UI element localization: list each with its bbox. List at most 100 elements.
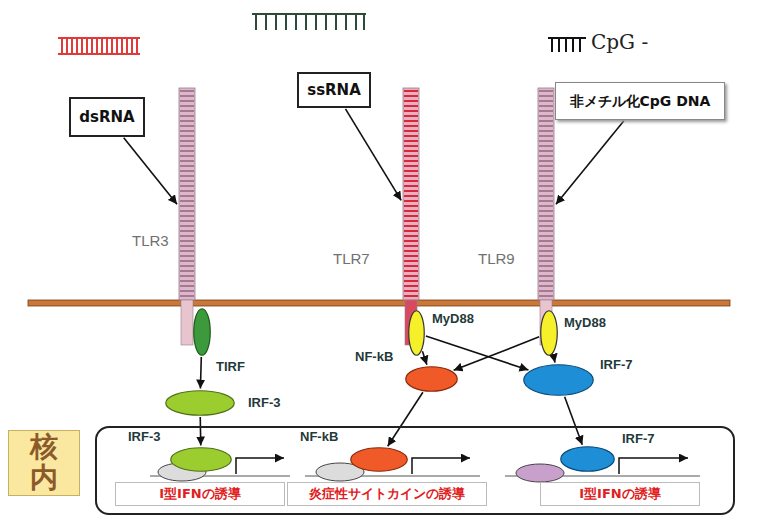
receptor-label: TLR3 [132, 232, 169, 249]
receptor-stripe [404, 265, 418, 267]
receptor-stripe [404, 110, 418, 112]
receptor-stripe [180, 130, 194, 132]
receptor-stripe [539, 95, 553, 97]
ligand-label: CpG - [591, 30, 648, 54]
ellipse-fill [194, 309, 211, 356]
receptor-stripe [539, 165, 553, 167]
receptor-ectodomain [538, 88, 554, 300]
receptor-stripe [539, 220, 553, 222]
receptor-stripe [180, 275, 194, 277]
receptor-stripe [404, 100, 418, 102]
receptor-stripe [404, 230, 418, 232]
factor-ellipse: NF-kB [350, 447, 408, 472]
receptor-stripe [404, 255, 418, 257]
receptor-stripe [404, 245, 418, 247]
adaptor-ellipse: MyD88 [540, 310, 558, 356]
receptor-stripe [404, 165, 418, 167]
receptor-stripe [180, 180, 194, 182]
receptor: TLR9 [537, 88, 555, 345]
receptor-stripe [180, 125, 194, 127]
receptor-stripe [404, 145, 418, 147]
molecule-label: MyD88 [432, 312, 474, 327]
receptor-stripe [180, 210, 194, 212]
receptor-stripe [180, 160, 194, 162]
receptor-stripe [404, 105, 418, 107]
dsrna-rungs [62, 38, 137, 54]
node-text: dsRNA [79, 108, 134, 126]
receptor-stripe [404, 135, 418, 137]
signal-arrow [426, 336, 529, 370]
cpg-bases [552, 38, 580, 52]
ellipse-shape [170, 447, 232, 472]
receptor-stripe [180, 200, 194, 202]
receptor-stripe [180, 115, 194, 117]
receptor-stripe [539, 295, 553, 297]
nuclear-dna [150, 458, 700, 482]
receptor-stripe [180, 225, 194, 227]
receptor-stripe [180, 140, 194, 142]
node-text: 非メチル化CpG DNA [570, 93, 711, 110]
receptor-label: TLR7 [333, 250, 370, 267]
receptor-stripe [180, 190, 194, 192]
receptor-stripe [180, 170, 194, 172]
nucleus-region: IRF-3NF-kBIRF-7Ⅰ型IFNの誘導炎症性サイトカインの誘導Ⅰ型IFN… [95, 426, 735, 515]
ligand-box: dsRNA [69, 97, 145, 137]
factor-ellipse: IRF-3 [165, 390, 235, 416]
promoter-ellipse [516, 464, 564, 482]
transcription-arrow [619, 458, 688, 474]
signal-arrow [565, 397, 583, 445]
receptor-stripe [404, 190, 418, 192]
receptor-label: TLR9 [478, 250, 515, 267]
receptor-stripe [404, 260, 418, 262]
receptor-stripe [539, 90, 553, 92]
receptor-stripe [539, 270, 553, 272]
receptor-stripe [404, 285, 418, 287]
receptor-stripe [404, 275, 418, 277]
factor-ellipse: IRF-3 [170, 447, 232, 472]
receptor-stripe [180, 145, 194, 147]
receptor-shape [178, 88, 196, 345]
receptor-stripe [404, 280, 418, 282]
receptor-stripe [539, 145, 553, 147]
receptor-stripe [180, 290, 194, 292]
receptor-stripe [180, 230, 194, 232]
transcription-arrow [412, 458, 470, 474]
molecule-label: TIRF [216, 360, 245, 375]
receptor-stripe [180, 120, 194, 122]
receptor-stripe [539, 225, 553, 227]
receptor-stripe [404, 215, 418, 217]
receptor-stripe [539, 205, 553, 207]
receptor-stripe [180, 245, 194, 247]
molecule-label: IRF-3 [248, 396, 281, 411]
receptor-stripe [539, 170, 553, 172]
receptor-stripe [404, 180, 418, 182]
receptor-stripe [180, 295, 194, 297]
result-box: Ⅰ型IFNの誘導 [115, 482, 285, 506]
receptor-stripe [404, 130, 418, 132]
ellipse-fill [406, 367, 458, 392]
receptor-stripe [539, 190, 553, 192]
receptor-stripe [539, 210, 553, 212]
adaptor-ellipse: MyD88 [408, 310, 425, 356]
signal-arrow [124, 138, 177, 204]
receptor-stripe [539, 255, 553, 257]
receptor-stripe [404, 220, 418, 222]
receptor-stripe [539, 265, 553, 267]
receptor-stripe [180, 255, 194, 257]
molecule-label: NF-kB [300, 430, 338, 445]
receptor-stripe [180, 105, 194, 107]
receptor-stripe [180, 95, 194, 97]
molecule-label: IRF-7 [622, 432, 655, 447]
node-text: Ⅰ型IFNの誘導 [579, 486, 660, 502]
receptor-stripe [404, 140, 418, 142]
receptor-stripe [539, 240, 553, 242]
receptor-stripe [404, 95, 418, 97]
receptor-stripe [180, 235, 194, 237]
receptor-stripe [180, 110, 194, 112]
receptor-stripe [404, 240, 418, 242]
signal-arrow [388, 392, 423, 446]
receptor-stripe [404, 150, 418, 152]
receptor-stripe [404, 195, 418, 197]
receptor-stripe [404, 250, 418, 252]
receptor-stripe [539, 110, 553, 112]
